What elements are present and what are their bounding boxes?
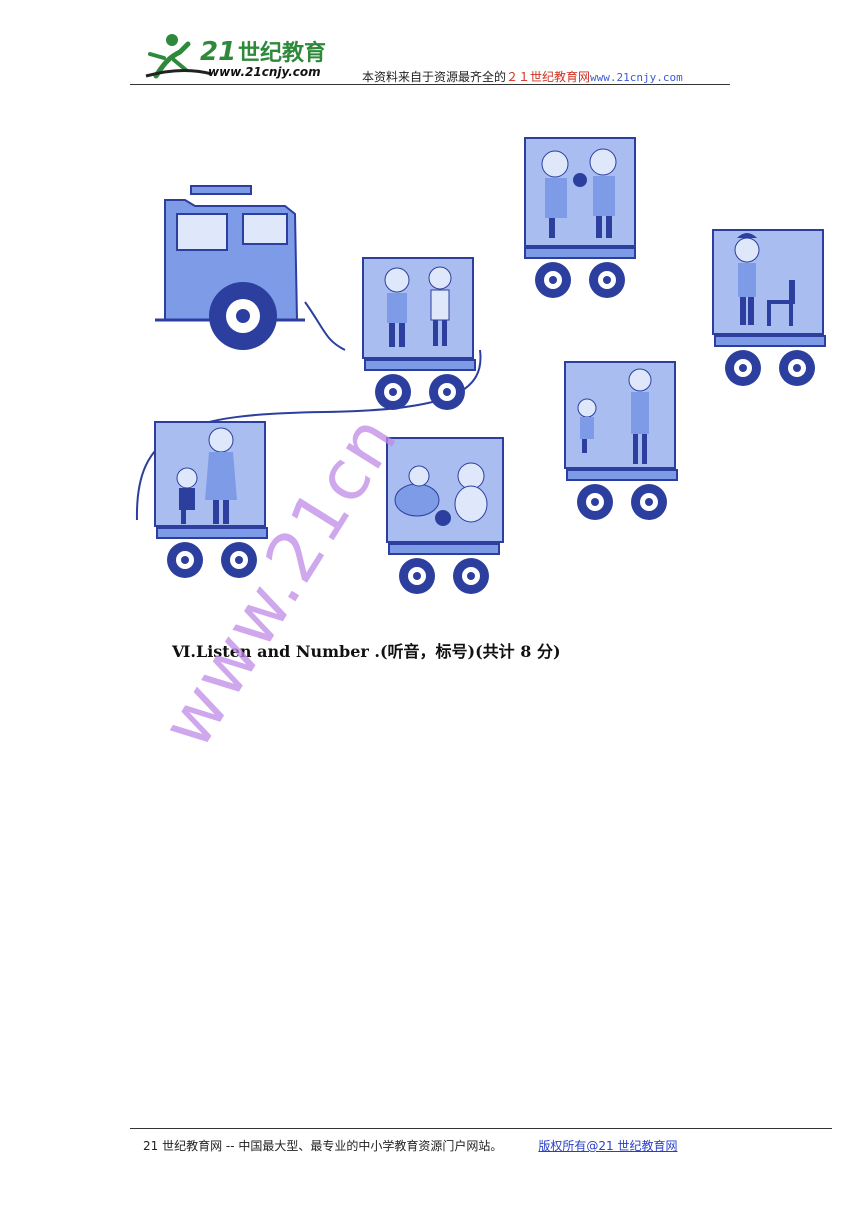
header-note: 本资料来自于资源最齐全的２１世纪教育网www.21cnjy.com	[362, 68, 683, 85]
car-boy-chair	[712, 229, 826, 387]
copyright-link[interactable]: 版权所有@21 世纪教育网	[538, 1139, 678, 1153]
svg-text:世纪教育: 世纪教育	[238, 40, 326, 66]
footer-divider	[130, 1128, 832, 1129]
car-turtle-pig	[386, 437, 504, 595]
header-note-brand: ２１世纪教育网	[506, 70, 591, 84]
site-logo: 21 世纪教育 www.21cnjy.com	[145, 34, 326, 79]
car-boy-man	[564, 361, 678, 521]
truck-cab	[155, 185, 305, 350]
page-footer: 21 世纪教育网 -- 中国最大型、最专业的中小学教育资源门户网站。 版权所有@2…	[143, 1137, 677, 1154]
section-heading: Ⅵ.Listen and Number .(听音，标号)(共计 8 分)	[172, 642, 561, 661]
page-header: 21 世纪教育 www.21cnjy.com 本资料来自于资源最齐全的２１世纪教…	[130, 30, 730, 86]
car-kids-ball	[524, 137, 636, 299]
footer-text: 21 世纪教育网 -- 中国最大型、最专业的中小学教育资源门户网站。	[143, 1139, 503, 1153]
header-note-url[interactable]: www.21cnjy.com	[590, 71, 683, 84]
svg-text:www.21cnjy.com: www.21cnjy.com	[208, 65, 321, 79]
train-illustration	[135, 137, 826, 595]
svg-text:21: 21	[200, 37, 236, 67]
header-divider	[130, 84, 730, 85]
header-note-prefix: 本资料来自于资源最齐全的	[362, 70, 507, 84]
car-girl-mother	[154, 421, 268, 579]
car-boys-talking	[362, 257, 476, 411]
